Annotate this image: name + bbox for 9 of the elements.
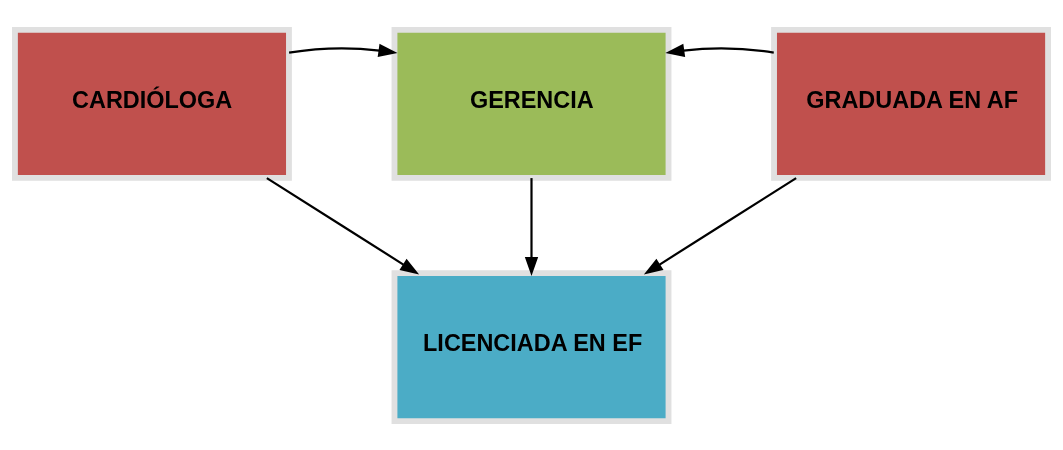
node-box: CARDIÓLOGA — [12, 26, 292, 181]
arrow — [288, 43, 398, 57]
arrow — [524, 177, 539, 276]
node-box: GRADUADA EN AF — [771, 26, 1051, 181]
node-box: GERENCIA — [391, 26, 672, 181]
arrow — [665, 43, 774, 57]
arrow — [266, 176, 420, 275]
node-box: LICENCIADA EN EF — [391, 269, 672, 424]
arrow — [643, 176, 797, 275]
